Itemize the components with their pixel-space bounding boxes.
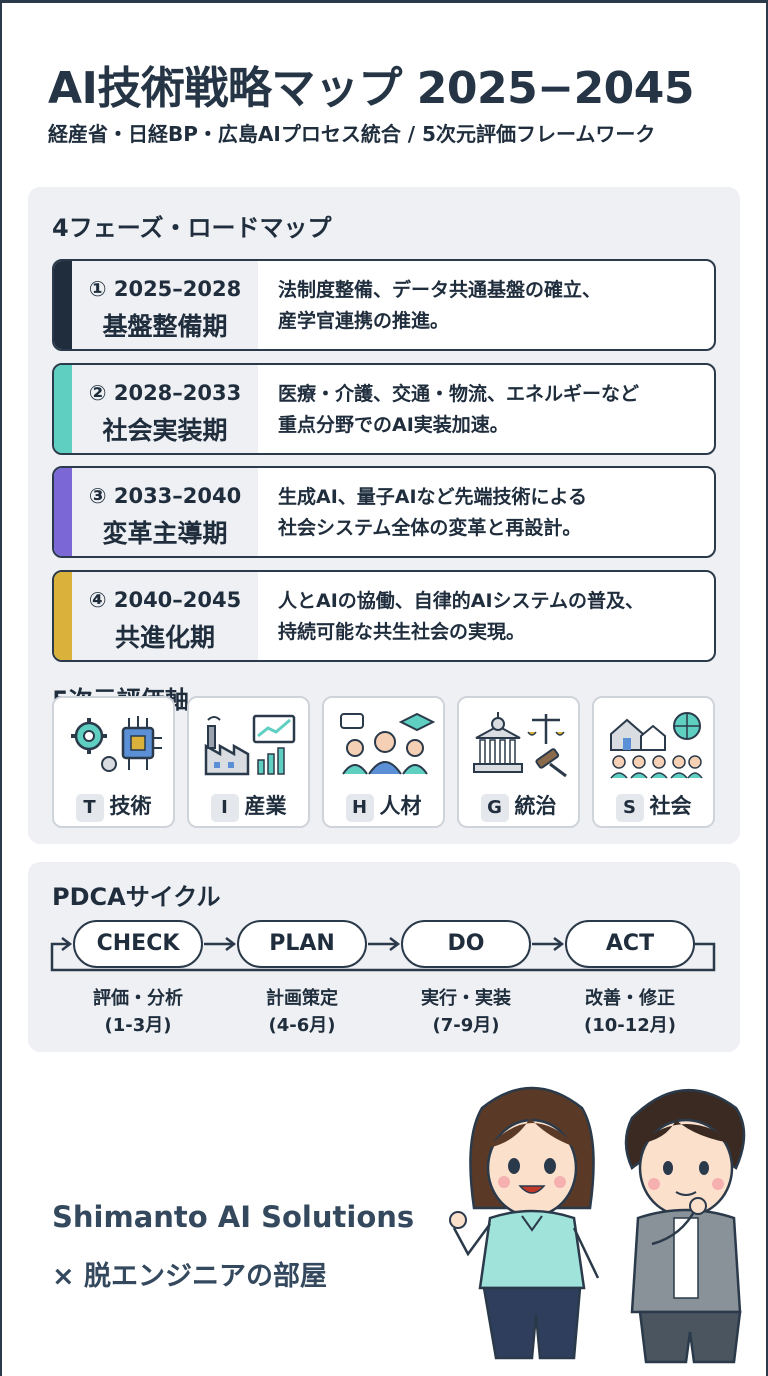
community-globe-icon <box>610 712 703 779</box>
axis-name: 技術 <box>109 794 152 818</box>
phase-description: 医療・介護、交通・物流、エネルギーなど 重点分野でのAI実装加速。 <box>278 379 708 441</box>
phase-description: 生成AI、量子AIなど先端技術による 社会システム全体の変革と再設計。 <box>278 482 708 544</box>
phase-period: ④ 2040–2045 <box>88 588 242 612</box>
phase-color-bar <box>54 365 72 453</box>
phase-period: ② 2028–2033 <box>88 381 242 405</box>
phase-card-4: ④ 2040–2045 共進化期 人とAIの協働、自律的AIシステムの普及、 持… <box>52 570 716 662</box>
phase-description: 人とAIの協働、自律的AIシステムの普及、 持続可能な共生社会の実現。 <box>278 586 708 648</box>
phase-desc-line: 持続可能な共生社会の実現。 <box>278 621 526 643</box>
phase-desc-line: 法制度整備、データ共通基盤の確立、 <box>278 279 602 301</box>
axis-code: G <box>480 794 509 822</box>
phase-name: 社会実装期 <box>102 416 228 445</box>
government-scales-icon <box>473 712 567 778</box>
phase-name: 変革主導期 <box>102 519 228 548</box>
phase-color-bar <box>54 468 72 556</box>
pdca-step-plan: PLAN <box>237 920 367 968</box>
phase-desc-line: 医療・介護、交通・物流、エネルギーなど <box>278 383 640 405</box>
pdca-step-act: ACT <box>565 920 695 968</box>
pdca-step-months: (7-9月) <box>432 1015 500 1036</box>
pdca-step-activity: 実行・実装 <box>421 988 511 1009</box>
pdca-step-detail: 計画策定 (4-6月) <box>232 985 372 1039</box>
phase-color-bar <box>54 261 72 349</box>
axis-code: T <box>75 794 104 822</box>
pdca-step-activity: 改善・修正 <box>585 988 675 1009</box>
axis-code: S <box>615 794 644 822</box>
pdca-step-detail: 評価・分析 (1-3月) <box>68 985 208 1039</box>
credit-company: Shimanto AI Solutions <box>52 1200 415 1234</box>
phase-card-3: ③ 2033–2040 変革主導期 生成AI、量子AIなど先端技術による 社会シ… <box>52 466 716 558</box>
pdca-cycle-arrows <box>50 937 716 972</box>
factory-chart-icon <box>204 714 296 776</box>
phase-desc-line: 重点分野でのAI実装加速。 <box>278 414 509 436</box>
woman-character-icon <box>449 1086 600 1360</box>
phase-name: 基盤整備期 <box>102 312 228 341</box>
phase-color-bar <box>54 572 72 660</box>
pdca-step-detail: 改善・修正 (10-12月) <box>560 985 700 1039</box>
page-subtitle: 経産省・日経BP・広島AIプロセス統合 / 5次元評価フレームワーク <box>48 122 656 146</box>
axis-code: H <box>345 794 374 822</box>
phase-desc-line: 生成AI、量子AIなど先端技術による <box>278 486 587 508</box>
pdca-step-detail: 実行・実装 (7-9月) <box>396 985 536 1039</box>
phase-card-2: ② 2028–2033 社会実装期 医療・介護、交通・物流、エネルギーなど 重点… <box>52 363 716 455</box>
page-title: AI技術戦略マップ 2025−2045 <box>48 63 695 114</box>
pdca-step-months: (10-12月) <box>583 1015 677 1036</box>
phase-desc-line: 産学官連携の推進。 <box>278 310 450 332</box>
axis-code: I <box>210 794 239 822</box>
phase-card-1: ① 2025–2028 基盤整備期 法制度整備、データ共通基盤の確立、 産学官連… <box>52 259 716 351</box>
axis-name: 社会 <box>649 794 692 818</box>
pdca-step-check: CHECK <box>73 920 203 968</box>
phase-label-area: ③ 2033–2040 変革主導期 <box>72 468 258 556</box>
phase-label-area: ④ 2040–2045 共進化期 <box>72 572 258 660</box>
phase-name: 共進化期 <box>114 623 215 652</box>
pdca-step-months: (4-6月) <box>268 1015 336 1036</box>
phase-label-area: ① 2025–2028 基盤整備期 <box>72 261 258 349</box>
pdca-step-do: DO <box>401 920 531 968</box>
axis-name: 産業 <box>244 794 287 818</box>
pdca-step-activity: 評価・分析 <box>93 988 183 1009</box>
roadmap-title: 4フェーズ・ロードマップ <box>52 214 332 242</box>
axis-name: 人材 <box>379 794 422 818</box>
people-graduation-icon <box>340 712 435 775</box>
phase-description: 法制度整備、データ共通基盤の確立、 産学官連携の推進。 <box>278 275 708 337</box>
phase-label-area: ② 2028–2033 社会実装期 <box>72 365 258 453</box>
gear-chip-icon <box>71 716 162 772</box>
axis-name: 統治 <box>514 794 557 818</box>
phase-period: ③ 2033–2040 <box>88 484 242 508</box>
characters-illustration <box>449 1086 746 1364</box>
pdca-title: PDCAサイクル <box>52 883 221 911</box>
credit-partner: × 脱エンジニアの部屋 <box>52 1261 328 1292</box>
phase-desc-line: 社会システム全体の変革と再設計。 <box>278 517 582 539</box>
pdca-step-months: (1-3月) <box>104 1015 172 1036</box>
phase-period: ① 2025–2028 <box>88 277 242 301</box>
pdca-step-activity: 計画策定 <box>266 988 338 1009</box>
man-character-icon <box>624 1089 746 1364</box>
phase-desc-line: 人とAIの協働、自律的AIシステムの普及、 <box>278 590 644 612</box>
